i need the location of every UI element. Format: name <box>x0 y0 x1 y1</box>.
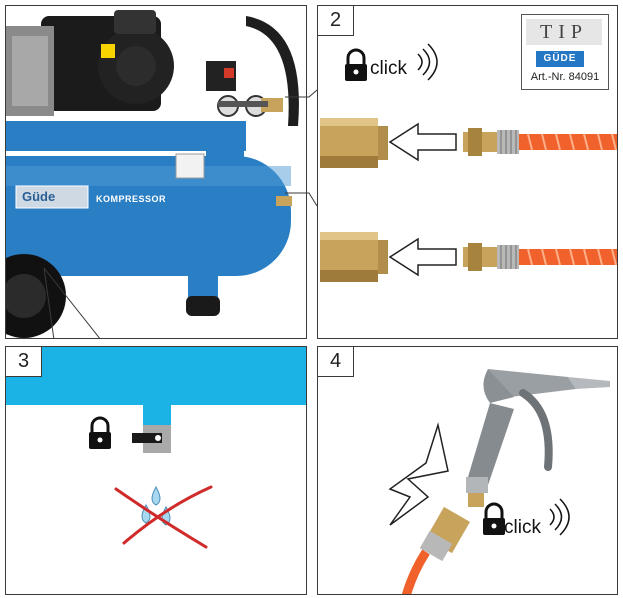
panel-step-3: 3 <box>5 346 307 595</box>
click-wave-icon <box>549 498 570 536</box>
hose <box>401 549 430 594</box>
blow-gun <box>466 369 610 507</box>
step-number: 3 <box>6 347 42 377</box>
step-number: 4 <box>318 347 354 377</box>
compressor-illustration <box>6 10 299 338</box>
drain-illustration <box>6 347 306 549</box>
panel-compressor: Güde KOMPRESSOR <box>5 5 307 339</box>
click-wave-icon <box>417 43 438 81</box>
blow-gun-illustration <box>388 369 610 594</box>
click-label: click <box>370 58 407 79</box>
plug-upper <box>463 128 617 156</box>
tip-title: TIP <box>526 19 602 45</box>
panel-step-2: 2 TIP GÜDE Art.-Nr. 84091 <box>317 5 618 339</box>
step-number: 2 <box>318 6 354 36</box>
plug-lower <box>463 243 617 271</box>
arrow-left-icon <box>388 237 457 277</box>
cross-icon <box>114 485 213 549</box>
panel-step-4: 4 click <box>317 346 618 595</box>
tank-bottom <box>6 347 306 405</box>
lock-icon <box>89 416 111 449</box>
brand-logo: GÜDE <box>536 51 584 67</box>
arrow-left-icon <box>388 122 457 162</box>
lock-icon <box>345 48 367 81</box>
coupling-lower <box>320 232 388 282</box>
brand-label: Güde <box>22 189 56 204</box>
coupling-illustration <box>320 43 617 282</box>
click-label: click <box>504 517 541 538</box>
valve-lever <box>132 433 162 443</box>
lightning-arrow-icon <box>388 422 449 526</box>
lock-icon <box>483 502 505 535</box>
article-number: Art.-Nr. 84091 <box>530 71 600 83</box>
product-label: KOMPRESSOR <box>96 194 167 204</box>
coupling-upper <box>320 118 388 168</box>
coupling-lower <box>419 506 470 562</box>
tip-box: TIP GÜDE Art.-Nr. 84091 <box>521 14 609 90</box>
